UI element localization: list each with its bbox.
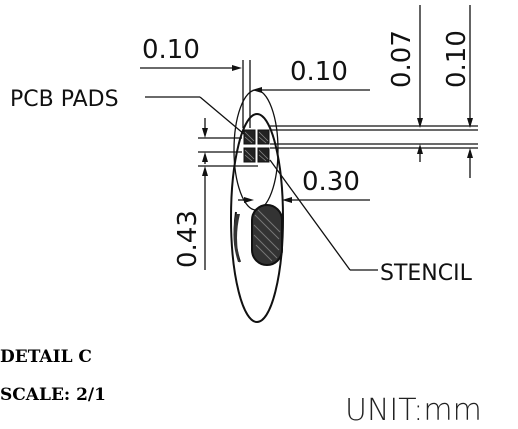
dim-top-right: 0.10 (290, 57, 348, 87)
arrowhead (467, 148, 473, 158)
arrowhead (252, 87, 262, 93)
dim-vert-b: 0.10 (442, 30, 472, 88)
leader-line (199, 96, 245, 135)
unit-label: UNIT:mm (345, 393, 482, 428)
arrowhead (417, 118, 423, 128)
dim-mid: 0.30 (302, 167, 360, 197)
arrowhead (282, 197, 292, 203)
detail-scale: SCALE: 2/1 (0, 385, 106, 405)
dim-vert-a: 0.07 (387, 30, 417, 88)
dim-top-left: 0.10 (142, 35, 200, 65)
arrowhead (232, 65, 242, 71)
pcb-pads-group (243, 129, 270, 163)
arrowhead (202, 128, 208, 138)
stencil-opening (233, 204, 283, 266)
arrowhead (467, 118, 473, 128)
arrowhead (202, 166, 208, 176)
dim-left-vert: 0.43 (173, 210, 203, 268)
stencil-outline (230, 113, 284, 323)
arrowhead (244, 197, 254, 203)
arrowhead (202, 152, 208, 162)
pad-outline (233, 89, 279, 211)
arrowhead (417, 144, 423, 154)
label-pcb-pads: PCB PADS (10, 87, 119, 112)
leader-line (269, 159, 351, 271)
detail-title: DETAIL C (0, 347, 92, 367)
label-stencil: STENCIL (380, 261, 473, 286)
